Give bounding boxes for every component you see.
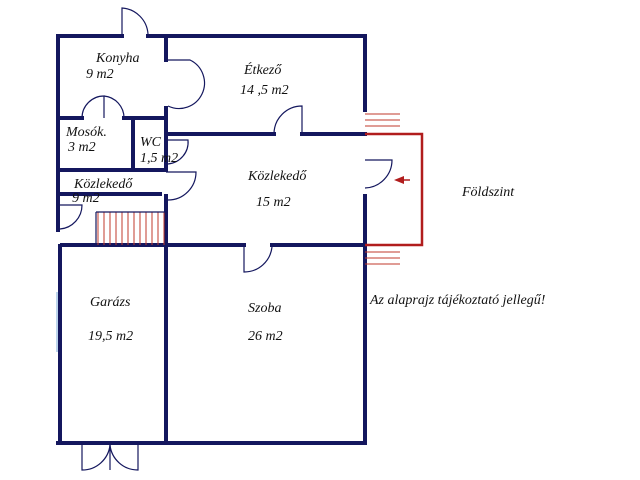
room-name-mosok: Mosók. xyxy=(65,125,107,140)
room-area-mosok: 3 m2 xyxy=(67,140,96,155)
room-name-garazs: Garázs xyxy=(90,295,131,310)
room-name-kozlekedo-large: Közlekedő xyxy=(247,169,307,184)
room-name-wc: WC xyxy=(140,135,162,150)
disclaimer-text: Az alaprajz tájékoztató jellegű! xyxy=(369,293,546,308)
room-area-kozlekedo-large: 15 m2 xyxy=(256,195,291,210)
room-door xyxy=(243,245,273,273)
kitchen-door xyxy=(166,59,206,110)
terrace-door xyxy=(364,159,393,189)
room-name-etkezo: Étkező xyxy=(243,61,282,78)
floor-label: Földszint xyxy=(461,185,515,200)
laundry-door-2 xyxy=(103,95,125,119)
entrance-arrow-icon xyxy=(394,176,404,184)
room-area-etkezo: 14 ,5 m2 xyxy=(240,83,289,98)
room-area-wc: 1,5 m2 xyxy=(140,151,178,166)
laundry-door xyxy=(81,95,105,119)
small-hall-door xyxy=(58,204,83,230)
hall-door xyxy=(166,171,197,201)
garage-door-right xyxy=(109,443,139,471)
room-name-kozlekedo-small: Közlekedő xyxy=(73,177,133,192)
room-area-konyha: 9 m2 xyxy=(86,67,114,82)
stairs xyxy=(95,211,166,245)
garage-door-left xyxy=(81,443,111,471)
room-area-szoba: 26 m2 xyxy=(248,329,283,344)
room-area-kozlekedo-small: 9 m2 xyxy=(72,191,100,206)
doors xyxy=(58,7,393,471)
room-name-konyha: Konyha xyxy=(95,51,140,66)
wc-door xyxy=(166,139,189,165)
terrace xyxy=(365,113,424,265)
room-area-garazs: 19,5 m2 xyxy=(88,329,133,344)
walls xyxy=(56,34,367,445)
room-labels: Konyha 9 m2 Étkező 14 ,5 m2 Mosók. 3 m2 … xyxy=(65,51,307,344)
room-name-szoba: Szoba xyxy=(248,301,281,316)
entry-door xyxy=(121,7,149,36)
dining-door xyxy=(273,105,303,135)
